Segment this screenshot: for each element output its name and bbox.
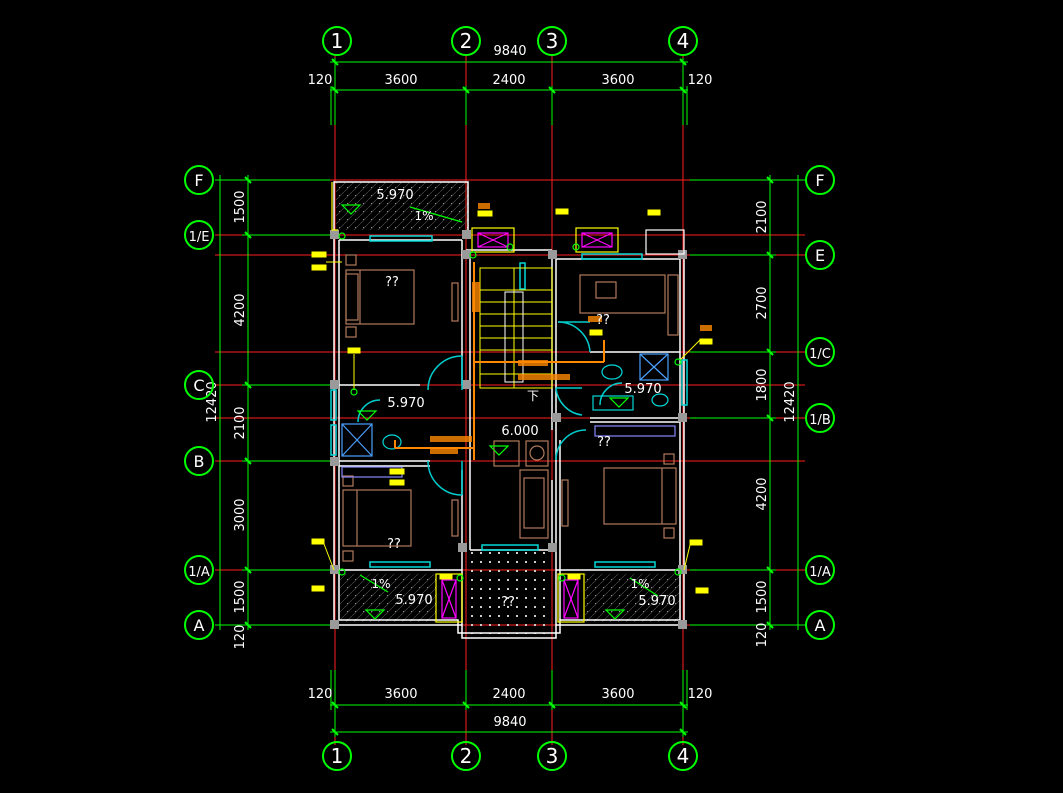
dim-left-span-2: 4200 — [233, 293, 248, 326]
pipe-labels — [430, 203, 712, 454]
axis-bubble-right-1C: 1/C — [809, 347, 831, 362]
axis-bubble-bottom-3: 3 — [546, 744, 559, 768]
dim-overall-width-bottom: 9840 — [493, 715, 526, 730]
axis-bubble-left-C: C — [193, 376, 204, 395]
axis-bubble-left-F: F — [194, 171, 203, 190]
axis-bubble-left-A: A — [194, 616, 205, 635]
room-label-bedroom-sw: ?? — [387, 537, 401, 552]
dim-bay-1-2-top: 3600 — [384, 73, 417, 88]
north-balcony-floor — [336, 182, 468, 230]
sw-balcony-floor — [340, 574, 436, 622]
dim-left-wall-offset: 120 — [233, 625, 248, 650]
axis-bubble-right-1A: 1/A — [809, 565, 831, 580]
level-balcony-se: 5.970 — [638, 594, 675, 609]
dim-right-span-5: 1500 — [755, 580, 770, 613]
dim-overall-width-top: 9840 — [493, 44, 526, 59]
dim-wall-offset-bottom-right: 120 — [688, 687, 713, 702]
walls — [333, 181, 685, 639]
dimension-ticks — [244, 58, 774, 736]
dim-left-span-5: 1500 — [233, 580, 248, 613]
dim-bay-3-4-top: 3600 — [601, 73, 634, 88]
slope-arrows — [340, 204, 659, 620]
room-label-study-ne: ?? — [596, 313, 610, 328]
axis-bubble-bottom-2: 2 — [460, 744, 473, 768]
pipe-tags — [311, 208, 713, 594]
stair — [479, 267, 553, 389]
level-bath-east: 5.970 — [624, 382, 661, 397]
level-balcony-north: 5.970 — [376, 188, 413, 203]
slope-se: 1% — [630, 577, 649, 591]
axis-bubble-left-1E: 1/E — [189, 230, 210, 245]
se-balcony-floor — [585, 574, 681, 622]
slope-sw: 1% — [371, 577, 390, 591]
axis-bubble-left-B: B — [194, 452, 205, 471]
dim-right-overall: 12420 — [783, 381, 798, 422]
dim-bay-2-3-top: 2400 — [492, 73, 525, 88]
room-label-south-balcony: ?? — [501, 595, 515, 610]
axis-bubble-top-4: 4 — [677, 29, 690, 53]
axis-bubble-right-A: A — [815, 616, 826, 635]
dim-right-span-2: 2700 — [755, 286, 770, 319]
room-label-bedroom-se: ?? — [597, 435, 611, 450]
stair-down-label: 下 — [527, 389, 539, 403]
dim-left-overall: 12420 — [205, 381, 220, 422]
dim-right-span-1: 2100 — [755, 200, 770, 233]
dim-wall-offset-top-left: 120 — [308, 73, 333, 88]
axis-bubble-top-1: 1 — [331, 29, 344, 53]
doors — [357, 321, 623, 496]
dim-wall-offset-bottom-left: 120 — [308, 687, 333, 702]
axis-bubble-right-F: F — [815, 171, 824, 190]
drain-pipes — [394, 262, 605, 460]
dim-left-span-4: 3000 — [233, 498, 248, 531]
south-porch-floor — [470, 552, 550, 634]
ac-units — [441, 232, 613, 619]
dim-right-wall-offset: 120 — [755, 623, 770, 648]
axis-bubble-top-2: 2 — [460, 29, 473, 53]
dimension-lines — [215, 58, 805, 737]
bathroom-fixtures — [341, 353, 676, 478]
axis-bubble-right-E: E — [815, 246, 825, 265]
dim-wall-offset-top-right: 120 — [688, 73, 713, 88]
dim-left-span-3: 2100 — [233, 406, 248, 439]
room-label-bedroom-nw: ?? — [385, 275, 399, 290]
dim-bay-2-3-bottom: 2400 — [492, 687, 525, 702]
dim-left-span-1: 1500 — [233, 190, 248, 223]
dim-right-span-3: 1800 — [755, 368, 770, 401]
axis-lines — [215, 55, 805, 745]
axis-bubble-bottom-1: 1 — [331, 744, 344, 768]
axis-bubble-left-1A: 1/A — [188, 565, 210, 580]
slope-north: 1% — [414, 209, 433, 223]
dim-bay-1-2-bottom: 3600 — [384, 687, 417, 702]
axis-bubble-bottom-4: 4 — [677, 744, 690, 768]
axis-bubble-right-1B: 1/B — [809, 413, 831, 428]
level-floor: 6.000 — [501, 424, 538, 439]
windows — [330, 235, 688, 568]
dim-right-span-4: 4200 — [755, 477, 770, 510]
floor-drains — [338, 232, 682, 582]
dim-bay-3-4-bottom: 3600 — [601, 687, 634, 702]
furniture — [342, 254, 679, 562]
axis-bubble-top-3: 3 — [546, 29, 559, 53]
level-bath-west: 5.970 — [387, 396, 424, 411]
level-balcony-sw: 5.970 — [395, 593, 432, 608]
